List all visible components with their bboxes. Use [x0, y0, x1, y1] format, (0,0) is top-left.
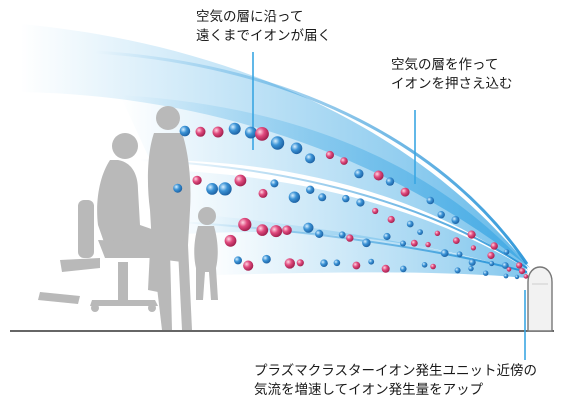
negative-ion-icon [501, 262, 509, 269]
airflow-layer-upper [120, 95, 528, 270]
positive-ion-icon [523, 274, 529, 279]
positive-ion-icon [255, 126, 269, 141]
airflow-layer-middle [160, 170, 528, 274]
family-silhouette-icon [38, 106, 218, 330]
positive-ion-icon [470, 245, 476, 251]
negative-ion-icon [514, 274, 520, 280]
positive-ion-icon [518, 268, 526, 275]
negative-ion-icon [417, 229, 423, 236]
negative-ion-icon [503, 273, 509, 279]
negative-ion-icon [338, 231, 346, 239]
positive-ion-icon [282, 225, 292, 235]
negative-ion-icon [306, 185, 315, 194]
positive-ion-icon [258, 188, 268, 198]
positive-ion-icon [296, 259, 304, 267]
positive-ion-icon [410, 239, 418, 247]
positive-ion-icon [340, 157, 348, 165]
negative-ion-icon [400, 240, 406, 247]
negative-ion-icon [234, 256, 242, 265]
negative-ion-icon [421, 262, 428, 268]
negative-ion-icon [406, 220, 414, 228]
label-ion-unit-airflow: プラズマクラスターイオン発生ユニット近傍の 気流を増速してイオン発生量をアップ [254, 363, 537, 398]
positive-ion-icon [192, 175, 202, 185]
air-purifier-icon [527, 266, 553, 332]
negative-ion-icon [270, 136, 285, 150]
negative-ion-icon [368, 258, 375, 265]
negative-ion-icon [288, 191, 301, 203]
positive-ion-icon [506, 267, 512, 272]
positive-ion-icon [452, 237, 460, 245]
negative-ion-icon [320, 259, 328, 268]
negative-ion-icon [270, 179, 279, 188]
negative-ion-icon [218, 182, 232, 196]
positive-ion-icon [372, 207, 379, 215]
negative-ion-icon [179, 125, 191, 137]
airflow-guide-line [94, 50, 529, 265]
positive-ion-icon [490, 242, 498, 250]
positive-ion-icon [270, 225, 283, 238]
positive-ion-icon [346, 234, 354, 242]
negative-ion-icon [385, 177, 395, 186]
negative-ion-icon [206, 183, 219, 195]
negative-ion-icon [400, 265, 407, 273]
positive-ion-icon [434, 230, 441, 236]
negative-ion-icon [333, 259, 341, 267]
positive-ion-icon [238, 217, 252, 232]
positive-ion-icon [224, 234, 237, 247]
negative-ion-icon [451, 216, 460, 224]
negative-ion-icon [244, 126, 257, 139]
airflow-layer-top [20, 24, 530, 268]
positive-ion-icon [373, 170, 384, 181]
positive-ion-icon [325, 150, 334, 160]
negative-ion-icon [318, 193, 327, 202]
negative-ion-icon [305, 153, 316, 164]
negative-ion-icon [468, 258, 476, 266]
negative-ion-icon [426, 196, 435, 205]
positive-ion-icon [234, 174, 247, 187]
ion-cloud [173, 122, 529, 280]
negative-ion-icon [354, 169, 364, 179]
positive-ion-icon [487, 251, 495, 260]
negative-ion-icon [456, 251, 463, 258]
negative-ion-icon [440, 249, 449, 257]
negative-ion-icon [173, 183, 183, 193]
positive-ion-icon [467, 230, 476, 239]
airflow-guide-line-3 [179, 221, 528, 273]
negative-ion-icon [468, 265, 474, 272]
negative-ion-icon [228, 122, 241, 135]
positive-ion-icon [212, 126, 224, 138]
negative-ion-icon [262, 254, 271, 264]
positive-ion-icon [352, 261, 361, 270]
positive-ion-icon [284, 258, 295, 269]
airflow-guide-line-2 [139, 159, 528, 269]
positive-ion-icon [425, 241, 431, 248]
positive-ion-icon [516, 262, 523, 269]
negative-ion-icon [356, 198, 365, 207]
negative-ion-icon [303, 222, 314, 233]
negative-ion-icon [315, 229, 324, 238]
positive-ion-icon [256, 224, 269, 236]
negative-ion-icon [437, 211, 445, 219]
positive-ion-icon [400, 187, 410, 197]
negative-ion-icon [489, 260, 495, 267]
positive-ion-icon [387, 215, 395, 224]
positive-ion-icon [195, 126, 206, 137]
negative-ion-icon [362, 238, 371, 248]
label-airflow-layer-reach: 空気の層に沿って 遠くまでイオンが届く [196, 9, 331, 44]
negative-ion-icon [454, 267, 461, 274]
positive-ion-icon [381, 264, 390, 273]
negative-ion-icon [290, 142, 303, 155]
negative-ion-icon [483, 270, 489, 276]
negative-ion-icon [503, 249, 510, 255]
negative-ion-icon [383, 232, 391, 241]
positive-ion-icon [430, 263, 436, 270]
label-airflow-layer-hold: 空気の層を作って イオンを押さえ込む [391, 57, 513, 92]
negative-ion-icon [342, 194, 350, 203]
positive-ion-icon [243, 260, 254, 271]
